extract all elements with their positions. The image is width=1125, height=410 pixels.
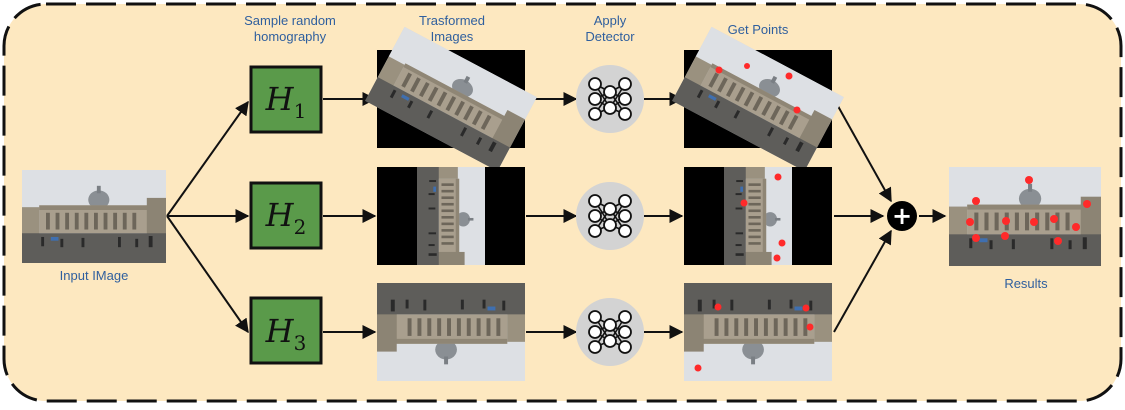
keypoint (774, 173, 782, 181)
detector-3 (575, 297, 645, 367)
detector-2 (575, 181, 645, 251)
detector-1 (575, 64, 645, 134)
label-sample-homography: Sample random homography (244, 13, 336, 44)
homography-label-3: H3 (265, 312, 307, 355)
homography-box-2 (249, 181, 323, 250)
points-image-2 (684, 167, 832, 265)
homography-label-1: H1 (265, 80, 307, 123)
homography-label-2: H2 (265, 196, 307, 239)
label-get-points: Get Points (727, 22, 789, 37)
keypoint (1050, 215, 1058, 223)
transformed-image-2 (377, 167, 525, 265)
keypoint (972, 234, 980, 242)
arrow-points1-to-combine (833, 98, 892, 203)
points-image-1 (672, 26, 844, 172)
keypoint (1025, 176, 1033, 184)
label-input-image: Input IMage (59, 268, 129, 283)
keypoint (1083, 200, 1091, 208)
arrow-input-to-h3 (166, 215, 249, 334)
combine-node (887, 201, 917, 231)
transformed-image-3 (377, 283, 525, 381)
homography-box-3 (249, 296, 323, 365)
keypoint (778, 239, 786, 247)
homography-box-1 (249, 65, 323, 134)
keypoint (802, 304, 810, 312)
arrow-points3-to-combine (833, 229, 892, 333)
keypoint (966, 218, 974, 226)
points-image-3 (684, 283, 832, 381)
keypoint (694, 364, 702, 372)
label-apply-detector: Apply Detector (585, 13, 635, 44)
keypoint (1072, 223, 1080, 231)
arrow-input-to-h1 (166, 100, 249, 217)
keypoint (806, 323, 814, 331)
keypoint (715, 66, 723, 74)
keypoint (1001, 232, 1009, 240)
input-image (22, 170, 166, 263)
keypoint (785, 72, 793, 80)
keypoint (1002, 217, 1010, 225)
label-results: Results (1004, 276, 1048, 291)
combine-symbol: + (892, 202, 912, 230)
keypoint (740, 199, 748, 207)
label-transformed-images: Trasformed Images (419, 13, 485, 44)
keypoint (744, 63, 750, 69)
transformed-image-1 (365, 26, 537, 172)
keypoint (793, 106, 801, 114)
keypoint (1030, 218, 1038, 226)
results-image (949, 167, 1101, 266)
keypoint (1054, 237, 1062, 245)
keypoint (773, 254, 781, 262)
plus-circle-icon (887, 201, 917, 231)
keypoint (972, 197, 980, 205)
keypoint (714, 303, 722, 311)
